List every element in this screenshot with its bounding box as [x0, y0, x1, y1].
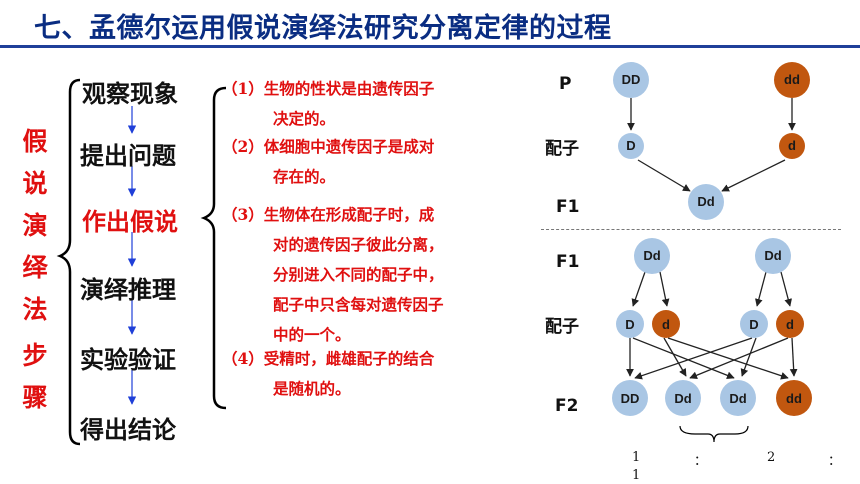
node-f1: [688, 184, 724, 220]
svg-text:d: d: [788, 138, 796, 153]
method-label-char: 说: [22, 169, 48, 198]
step-hypothesis: 作出假说: [82, 208, 178, 236]
hypothesis-2: （2）体细胞中遗传因子是成对 存在的。: [222, 137, 435, 186]
svg-text:Dd: Dd: [674, 391, 691, 406]
svg-text:dd: dd: [784, 72, 800, 87]
svg-text:D: D: [749, 317, 758, 332]
ratio-part: 2: [767, 450, 776, 465]
method-label-char: 骤: [22, 383, 48, 412]
node-f2: [612, 380, 648, 416]
cross-arrow: [659, 271, 670, 307]
hypothesis-1: （1）生物的性状是由遗传因子 决定的。: [222, 79, 435, 128]
node-gamete-bottom: [740, 310, 768, 338]
step-observe: 观察现象: [82, 80, 178, 108]
node-f2: [720, 380, 756, 416]
node-f2: [665, 380, 701, 416]
node-f1-parent-right: [755, 238, 791, 274]
node-gamete-d-recessive: [779, 133, 805, 159]
node-gamete-d-dominant: [618, 133, 644, 159]
node-gamete-bottom: [776, 310, 804, 338]
svg-text:d: d: [662, 317, 670, 332]
label-p: P: [559, 74, 572, 94]
svg-text:Dd: Dd: [643, 248, 660, 263]
ratio-part: 1: [632, 468, 641, 483]
svg-text:Dd: Dd: [764, 248, 781, 263]
f2-heterozygote-brace: [679, 425, 749, 443]
method-label-char: 演: [22, 211, 48, 240]
steps-bracket: [56, 78, 81, 446]
step-experiment: 实验验证: [80, 346, 176, 374]
svg-text:dd: dd: [786, 391, 802, 406]
svg-text:DD: DD: [621, 391, 640, 406]
step-question: 提出问题: [80, 142, 176, 170]
cross-arrow: [634, 337, 753, 380]
step-deduction: 演绎推理: [80, 276, 176, 304]
cross-arrow: [755, 271, 767, 307]
node-gamete-bottom: [652, 310, 680, 338]
cross-arrow: [721, 159, 786, 192]
method-label-char: 步: [22, 341, 48, 370]
method-label-char: 假: [22, 127, 48, 156]
ratio-part: 1: [632, 450, 641, 465]
title-underline: [0, 45, 860, 48]
cross-arrow: [789, 337, 798, 377]
method-label-char: 绎: [22, 253, 48, 282]
ratio-part: ：: [694, 454, 708, 469]
cross-arrow: [663, 337, 687, 377]
hypothesis-3: （3）生物体在形成配子时，成 对的遗传因子彼此分离， 分别进入不同的配子中， 配…: [222, 205, 444, 344]
cross-arrow: [740, 337, 757, 377]
label-f1-bottom: F1: [556, 252, 580, 272]
label-gamete-bottom: 配子: [545, 317, 579, 337]
label-gamete-top: 配子: [545, 139, 579, 159]
svg-text:d: d: [786, 317, 794, 332]
svg-text:DD: DD: [622, 72, 641, 87]
node-f2: [776, 380, 812, 416]
ratio-part: ：: [828, 454, 842, 469]
node-f1-parent-left: [634, 238, 670, 274]
cross-arrow: [637, 159, 691, 192]
svg-text:D: D: [626, 138, 635, 153]
node-p-recessive: [774, 62, 810, 98]
hypothesis-4: （4）受精时，雌雄配子的结合 是随机的。: [222, 349, 435, 398]
cross-arrow: [632, 337, 735, 380]
hypotheses-bracket: [200, 86, 227, 410]
generation-divider: [541, 229, 841, 230]
svg-text:Dd: Dd: [729, 391, 746, 406]
node-p-dominant: [613, 62, 649, 98]
svg-text:Dd: Dd: [697, 194, 714, 209]
node-gamete-bottom: [616, 310, 644, 338]
label-f2: F2: [555, 396, 579, 416]
cross-arrow: [631, 271, 646, 307]
label-f1-top: F1: [556, 197, 580, 217]
cross-arrow: [667, 337, 789, 380]
cross-arrow: [780, 271, 792, 307]
cross-arrow: [689, 337, 789, 379]
method-label-char: 法: [22, 295, 48, 324]
step-conclusion: 得出结论: [80, 416, 176, 444]
svg-text:D: D: [625, 317, 634, 332]
page-title: 七、孟德尔运用假说演绎法研究分离定律的过程: [34, 13, 612, 44]
